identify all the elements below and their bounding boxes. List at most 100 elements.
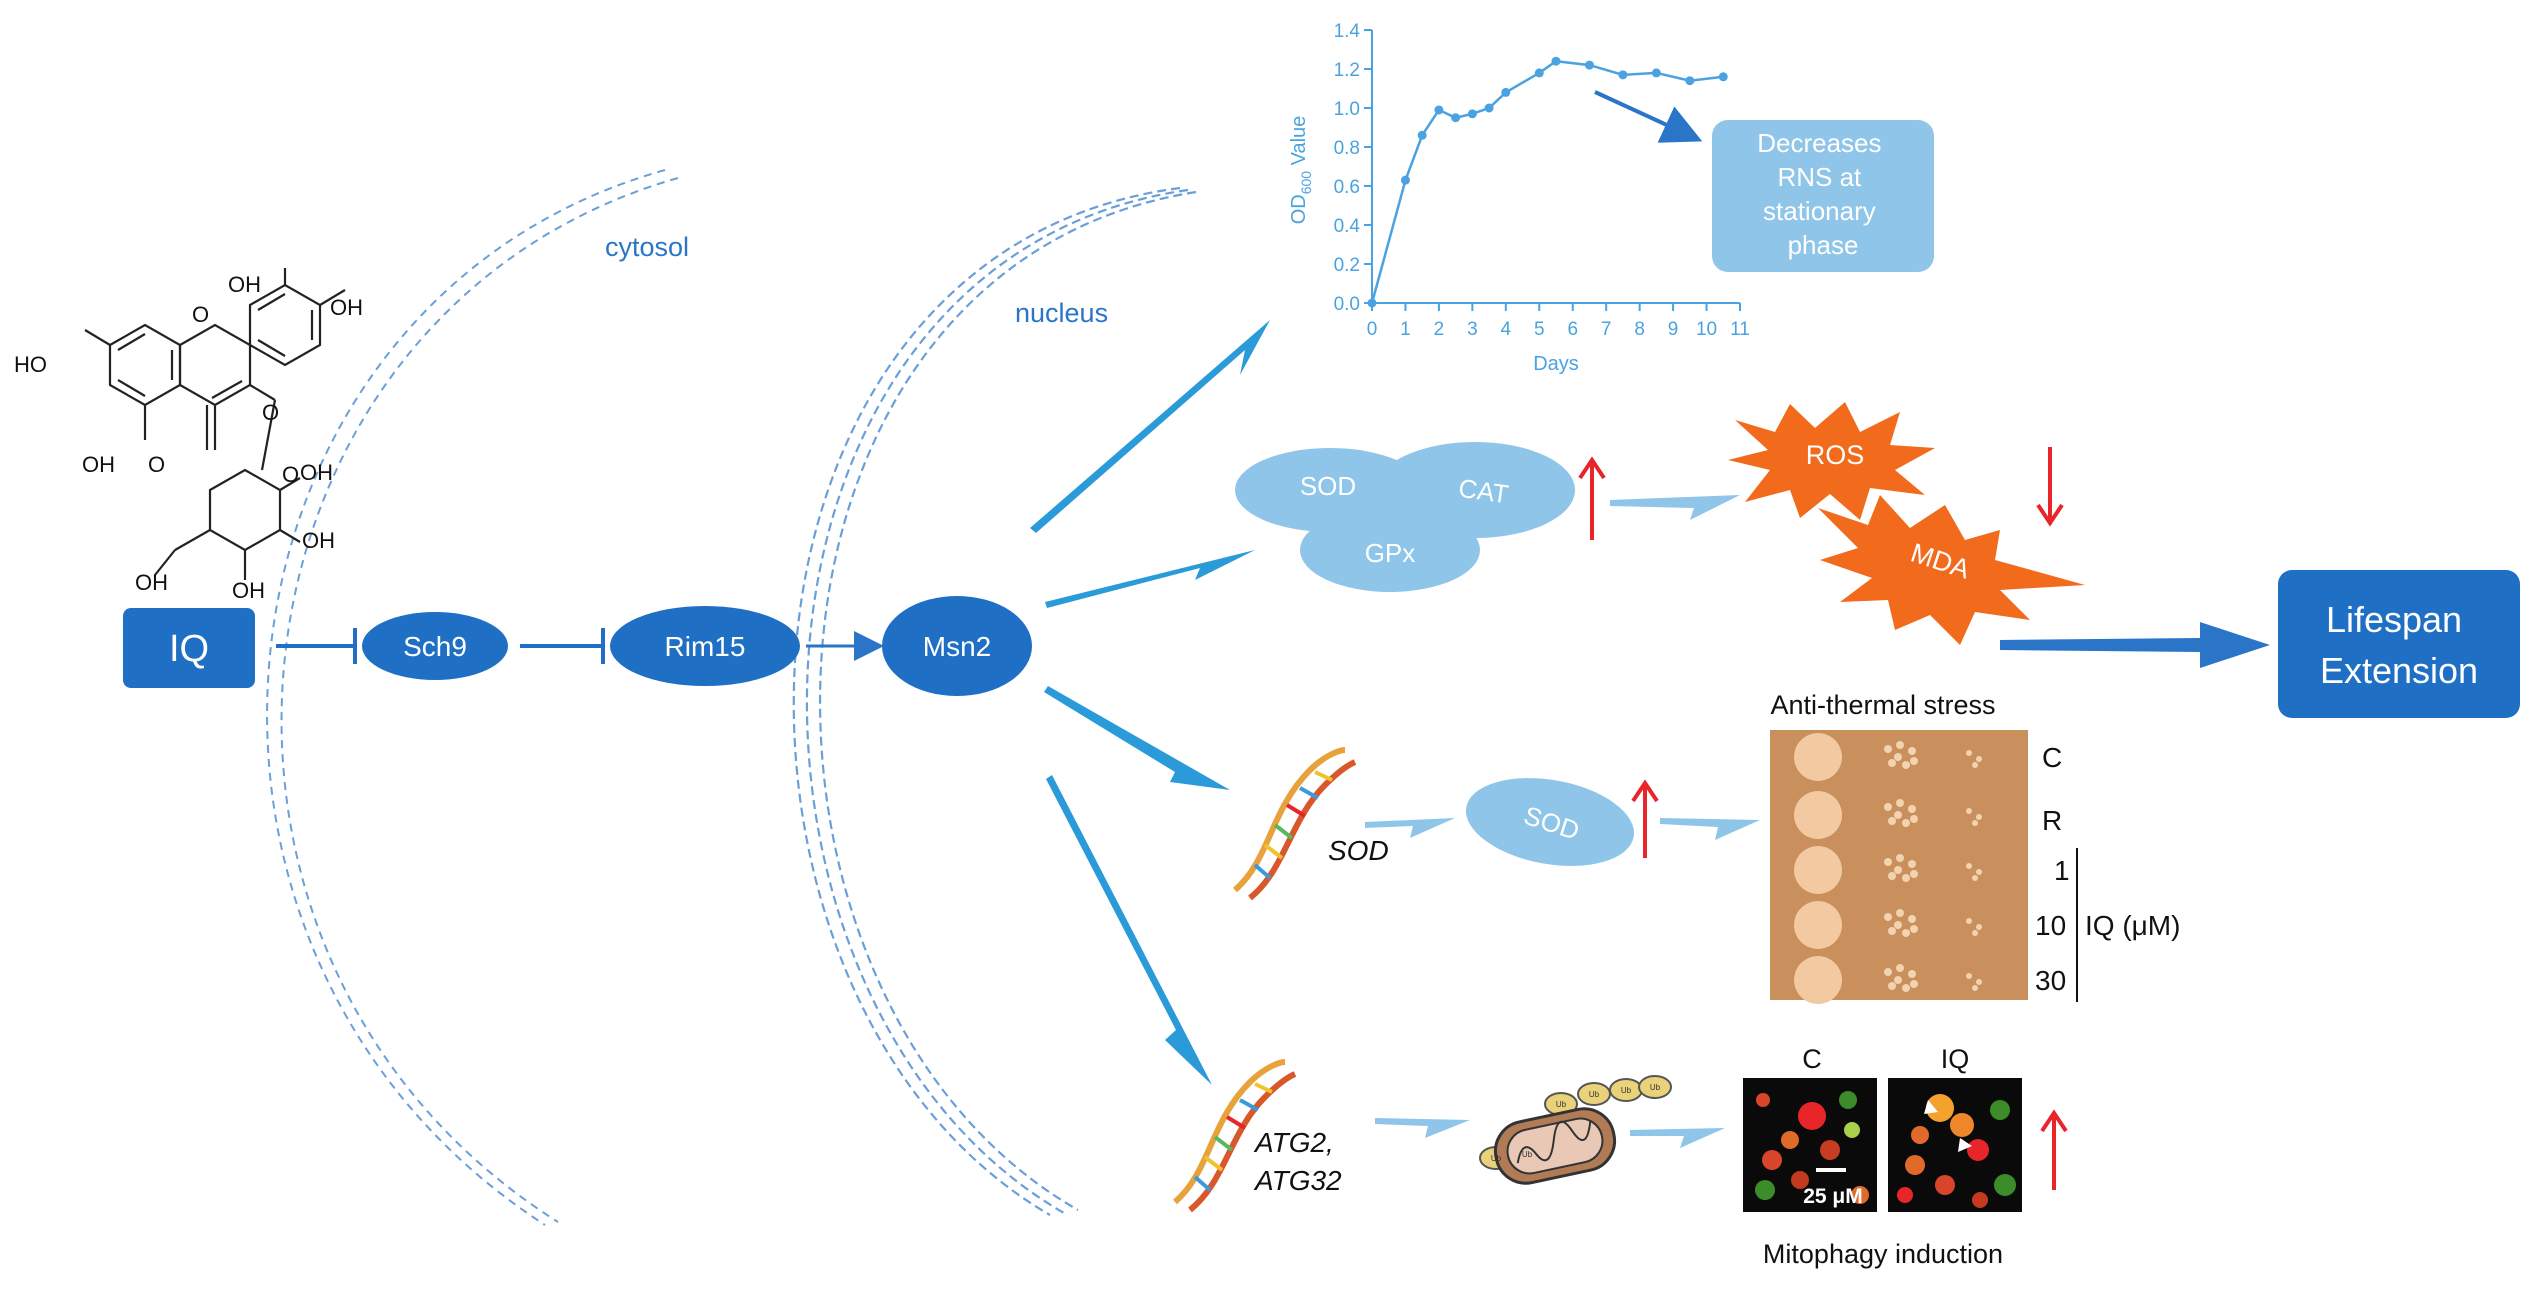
gpx-enzyme-label: GPx — [1365, 538, 1416, 568]
yeast-spots — [1794, 733, 1982, 1004]
rns-callout-box — [1712, 120, 1934, 272]
yeast-colony — [1908, 970, 1916, 978]
y-tick-label: 0.4 — [1334, 216, 1361, 237]
nucleus-membrane — [792, 186, 1197, 1216]
y-tick-label: 0.8 — [1334, 138, 1360, 159]
cytosol-membrane — [266, 169, 679, 1226]
atg-genes-label: ATG2, ATG32 — [1253, 1127, 1342, 1196]
oh-group-label: OH — [330, 295, 363, 320]
yeast-colony — [1902, 761, 1910, 769]
chart-y-label-sub: 600 — [1298, 171, 1314, 195]
y-tick-label: 0.0 — [1334, 294, 1360, 315]
y-tick-label: 1.0 — [1334, 99, 1360, 120]
x-tick-label: 11 — [1730, 319, 1750, 340]
atg-gene-line: ATG32 — [1253, 1165, 1342, 1196]
yeast-colony — [1966, 863, 1972, 869]
x-tick-label: 8 — [1634, 319, 1645, 340]
yeast-colony — [1910, 925, 1918, 933]
iq-box — [123, 608, 255, 688]
cytosol-label: cytosol — [605, 232, 689, 262]
yeast-colony — [1894, 921, 1902, 929]
arrow-to-mitochondrion — [1375, 1118, 1470, 1138]
sod-gene-label: SOD — [1328, 835, 1389, 866]
yeast-colony — [1908, 747, 1916, 755]
mitophagy-arrowheads — [1924, 1100, 1972, 1152]
o-group-label: O — [262, 400, 279, 425]
ho-group-label: HO — [14, 352, 47, 377]
yeast-colony — [1894, 976, 1902, 984]
mitophagy-caption: Mitophagy induction — [1763, 1239, 2003, 1269]
callout-line: Decreases — [1757, 128, 1881, 158]
yeast-colony — [1896, 799, 1904, 807]
o-group-label: O — [148, 452, 165, 477]
yeast-colony — [1884, 968, 1892, 976]
yeast-colony — [1884, 803, 1892, 811]
chart-y-label-main: OD — [1288, 194, 1310, 224]
rim15-label: Rim15 — [665, 631, 746, 662]
data-point — [1685, 76, 1695, 86]
arrow-to-growth-chart — [1030, 320, 1270, 533]
oh-group-label: OH — [82, 452, 115, 477]
ub-label: Ub — [1491, 1154, 1502, 1163]
yeast-colony — [1888, 927, 1896, 935]
spot-row-label: 1 — [2054, 855, 2070, 886]
yeast-colony — [1910, 815, 1918, 823]
decrease-arrow — [2036, 447, 2064, 527]
scale-bar-label: 25 μM — [1803, 1185, 1863, 1208]
micrograph-label-iq: IQ — [1941, 1044, 1970, 1074]
increase-arrow — [1631, 779, 1659, 858]
y-tick-label: 0.6 — [1334, 177, 1360, 198]
iq-label: IQ — [169, 628, 209, 670]
oh-group-label: OH — [300, 460, 333, 485]
msn2-label: Msn2 — [923, 631, 991, 662]
data-point — [1484, 103, 1494, 113]
ros-label: ROS — [1806, 440, 1865, 470]
yeast-colony — [1966, 973, 1972, 979]
y-tick-label: 1.4 — [1334, 21, 1361, 42]
callout-line: stationary — [1763, 196, 1876, 226]
data-point — [1451, 113, 1461, 123]
outcome-line: Lifespan — [2326, 599, 2462, 640]
yeast-colony — [1902, 874, 1910, 882]
isoquercitrin-structure-icon — [84, 268, 346, 580]
x-tick-label: 2 — [1434, 319, 1445, 340]
yeast-spot — [1794, 846, 1842, 894]
sch9-label: Sch9 — [403, 631, 467, 662]
data-point — [1584, 60, 1594, 70]
x-tick-label: 10 — [1696, 319, 1717, 340]
sch9-node — [362, 612, 508, 680]
yeast-colony — [1972, 875, 1978, 881]
yeast-colony — [1902, 929, 1910, 937]
ub-label: Ub — [1589, 1090, 1600, 1099]
yeast-colony — [1972, 820, 1978, 826]
yeast-colony — [1896, 964, 1904, 972]
o-group-label: O — [282, 462, 299, 487]
data-point — [1400, 175, 1410, 185]
yeast-colony — [1910, 870, 1918, 878]
spot-row-label: R — [2042, 805, 2062, 836]
ub-label: Ub — [1556, 1100, 1567, 1109]
callout-line: phase — [1788, 230, 1859, 260]
yeast-spot — [1794, 901, 1842, 949]
yeast-colony — [1976, 869, 1982, 875]
yeast-colony — [1888, 982, 1896, 990]
yeast-colony — [1976, 979, 1982, 985]
yeast-colony — [1972, 930, 1978, 936]
growth-curve-line — [1370, 59, 1724, 304]
increase-arrow — [1578, 456, 1606, 538]
yeast-spot — [1794, 733, 1842, 781]
yeast-colony — [1908, 805, 1916, 813]
ub-label: Ub — [1650, 1083, 1661, 1092]
spot-row-label: C — [2042, 742, 2062, 773]
o-group-label: O — [192, 302, 209, 327]
yeast-spot — [1794, 956, 1842, 1004]
yeast-colony — [1908, 860, 1916, 868]
arrow-to-spot-assay — [1660, 818, 1760, 840]
data-point — [1651, 68, 1661, 78]
yeast-colony — [1894, 866, 1902, 874]
yeast-colony — [1888, 872, 1896, 880]
arrow-to-lifespan — [2000, 622, 2270, 668]
data-point — [1367, 298, 1377, 308]
